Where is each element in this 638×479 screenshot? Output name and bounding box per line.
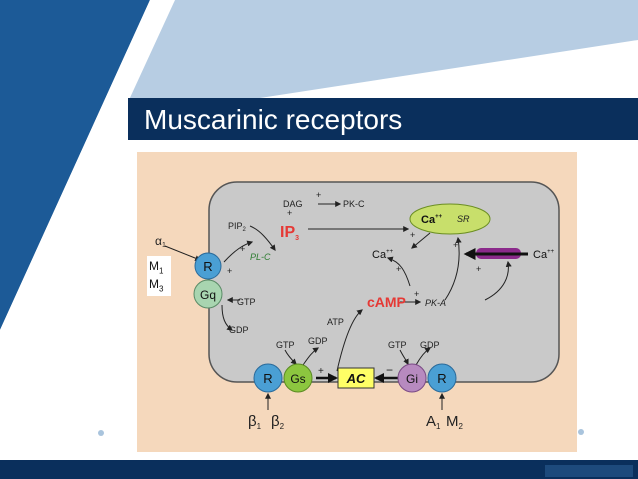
gq-protein-label: Gq	[200, 288, 216, 302]
dag-label: DAG	[283, 199, 303, 209]
plus-gs-ac: +	[318, 366, 324, 377]
gtp-gs-label: GTP	[276, 340, 295, 350]
arrow-alpha-receptor	[164, 245, 202, 262]
atp-label: ATP	[327, 317, 344, 327]
footer-tab	[545, 465, 633, 477]
receptor-gq	[194, 252, 222, 280]
gtp-gi-label: GTP	[388, 340, 407, 350]
arrow-gq-gdp	[221, 304, 233, 331]
arrow-sr-ca	[411, 232, 431, 249]
arrow-gtp-gs	[284, 349, 297, 365]
plus-dag-pkc: +	[316, 190, 321, 200]
cell-membrane	[208, 181, 560, 383]
m1-m3-label-box: M1 M3	[147, 256, 171, 296]
pathway-figure: R Gq R Gs AC Gi R DAG PK-C + + PIP2 IP3	[137, 152, 577, 452]
camp-label: cAMP	[367, 294, 406, 310]
light-blue-band	[128, 0, 638, 98]
m3-label: M3	[149, 277, 164, 294]
gdp-gq-label: GDP	[229, 325, 249, 335]
plus-pka: +	[414, 289, 419, 299]
sr-label: SR	[457, 214, 470, 224]
arrow-pka-sr	[444, 236, 462, 301]
pip2-label: PIP2	[228, 221, 247, 233]
gi-protein	[397, 363, 427, 393]
gq-protein	[193, 279, 223, 309]
decorative-dot-right	[578, 429, 584, 435]
ca-sr-label: Ca++	[421, 214, 443, 226]
gdp-gs-label: GDP	[308, 336, 328, 346]
m1-label: M1	[149, 259, 164, 276]
gtp-gq-label: GTP	[237, 297, 256, 307]
white-stripe	[0, 0, 175, 380]
beta2-label: β2	[271, 413, 285, 431]
plc-label: PL-C	[250, 252, 271, 262]
receptor-gi	[427, 363, 457, 393]
plus-receptor-gq: +	[227, 266, 232, 276]
gi-protein-label: Gi	[406, 372, 418, 386]
sarcoplasmic-reticulum	[409, 203, 491, 235]
plus-pka-channel: +	[476, 264, 481, 274]
beta1-label: β1	[248, 413, 262, 431]
minus-gi-ac: −	[386, 363, 393, 377]
arrow-pka-channel	[484, 260, 512, 301]
arrow-gtp-gi	[399, 349, 409, 366]
pkc-label: PK-C	[343, 199, 365, 209]
plus-plc: +	[240, 244, 245, 254]
arrow-gi-gdp	[415, 347, 431, 366]
adenylyl-cyclase	[337, 367, 375, 389]
title-bar: Muscarinic receptors	[128, 98, 638, 140]
gs-protein	[283, 363, 313, 393]
receptor-gs	[253, 363, 283, 393]
receptor-gi-label: R	[437, 371, 446, 386]
ca-left-label: Ca++	[372, 249, 394, 261]
arrow-camp-ca	[386, 256, 411, 287]
receptor-gs-label: R	[263, 371, 272, 386]
arrow-ac-camp	[336, 309, 363, 372]
a1-label: A1	[426, 413, 441, 431]
arrow-pip2-ip3	[249, 225, 276, 251]
decorative-dot-left	[98, 430, 104, 436]
gs-protein-label: Gs	[290, 372, 305, 386]
ca-right-label: Ca++	[533, 249, 555, 261]
adenylyl-cyclase-label: AC	[346, 371, 366, 386]
footer-bar	[0, 460, 638, 479]
plus-camp-ca: +	[396, 264, 401, 274]
alpha1-label: α1	[155, 234, 166, 249]
pathway-diagram: R Gq R Gs AC Gi R DAG PK-C + + PIP2 IP3	[155, 181, 560, 431]
arrow-gq-plc	[223, 240, 254, 263]
receptor-gq-label: R	[203, 259, 212, 274]
gdp-gi-label: GDP	[420, 340, 440, 350]
m2-label: M2	[446, 413, 464, 431]
ip3-label: IP3	[280, 224, 299, 242]
pka-label: PK-A	[425, 298, 446, 308]
slide-title: Muscarinic receptors	[144, 104, 403, 135]
plus-pka-sr: +	[453, 240, 458, 250]
plus-sr: +	[410, 230, 415, 240]
arrow-gs-gdp	[302, 347, 319, 366]
plus-dag: +	[287, 208, 292, 218]
